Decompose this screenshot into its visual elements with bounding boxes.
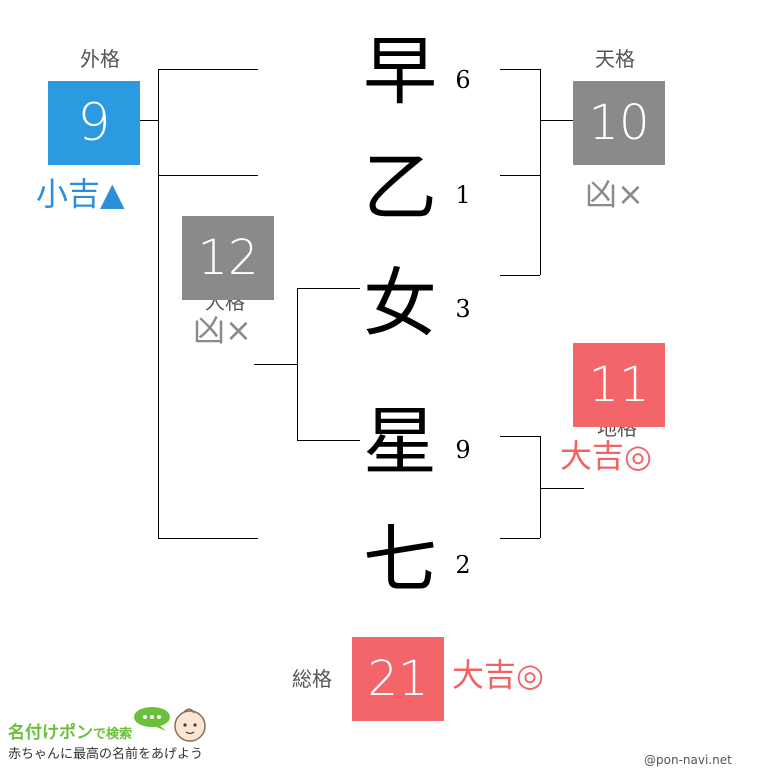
heaven-bracket-connector xyxy=(540,120,573,121)
tenkaku-label: 天格 xyxy=(595,47,635,71)
outer-bracket-connector xyxy=(140,120,158,121)
outer-bracket-vertical xyxy=(158,69,159,538)
jinkaku-verdict: 凶× xyxy=(193,311,252,349)
chat-bubble-icon xyxy=(132,706,172,731)
jinkaku-value-box: 12 xyxy=(182,216,274,300)
earth-bracket-connector xyxy=(540,488,584,489)
person-bracket-connector xyxy=(254,364,297,365)
heaven-bracket-top xyxy=(500,69,540,70)
name-char-2: 乙 xyxy=(363,145,437,231)
gaikaku-label: 外格 xyxy=(80,47,120,71)
person-bracket-vertical xyxy=(297,288,298,440)
soukaku-label: 総格 xyxy=(292,667,332,691)
outer-bracket-mid xyxy=(158,175,258,176)
footer-brand-name: 名付けポン xyxy=(8,723,93,743)
stroke-count-4: 9 xyxy=(455,436,471,464)
outer-bracket-bottom xyxy=(158,538,258,539)
name-char-4: 星 xyxy=(363,399,437,485)
person-bracket-bottom xyxy=(297,440,360,441)
footer-logo[interactable]: 名付けポンで検索 赤ちゃんに最高の名前をあげよう xyxy=(8,706,238,770)
gaikaku-verdict: 小吉▲ xyxy=(36,175,125,213)
name-char-1: 早 xyxy=(363,29,437,115)
tenkaku-verdict: 凶× xyxy=(585,175,644,213)
stroke-count-1: 6 xyxy=(455,66,471,94)
earth-bracket-vertical xyxy=(540,436,541,538)
stroke-count-3: 3 xyxy=(455,295,471,323)
earth-bracket-bottom xyxy=(500,538,540,539)
outer-bracket-top xyxy=(158,69,258,70)
site-credit: @pon-navi.net xyxy=(644,753,732,767)
gaikaku-value-box: 9 xyxy=(48,81,140,165)
footer-brand: 名付けポンで検索 xyxy=(8,722,132,746)
chikaku-verdict: 大吉◎ xyxy=(560,437,652,475)
chikaku-value-box: 11 xyxy=(573,343,665,427)
footer-tagline: 赤ちゃんに最高の名前をあげよう xyxy=(8,747,204,762)
stroke-count-2: 1 xyxy=(455,181,471,209)
soukaku-value-box: 21 xyxy=(352,637,444,721)
footer-brand-suffix: で検索 xyxy=(93,727,133,742)
soukaku-verdict: 大吉◎ xyxy=(452,656,544,694)
earth-bracket-top xyxy=(500,436,540,437)
baby-face-icon xyxy=(172,706,208,744)
heaven-bracket-bottom xyxy=(500,275,540,276)
heaven-bracket-vertical xyxy=(540,69,541,275)
name-char-5: 七 xyxy=(363,517,437,603)
name-char-3: 女 xyxy=(363,261,437,347)
heaven-bracket-mid xyxy=(500,175,540,176)
person-bracket-top xyxy=(297,288,360,289)
stroke-count-5: 2 xyxy=(455,551,471,579)
tenkaku-value-box: 10 xyxy=(573,81,665,165)
